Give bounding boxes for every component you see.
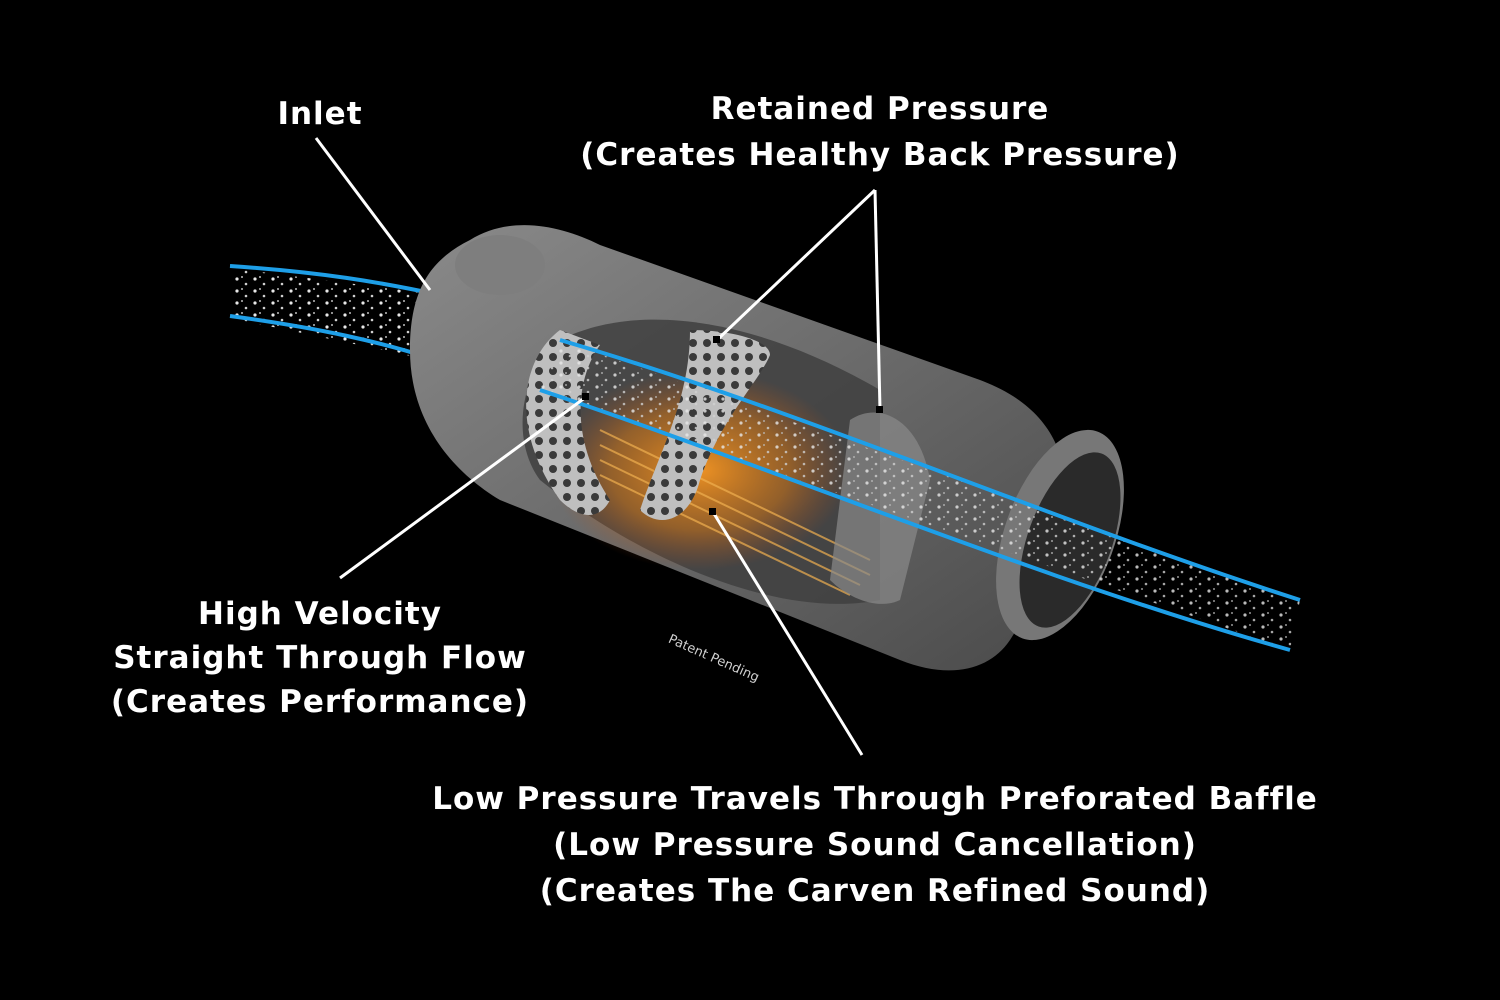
leader-inlet bbox=[314, 137, 432, 291]
leader-retained-b bbox=[873, 189, 882, 411]
low-pressure-label: Low Pressure Travels Through Preforated … bbox=[432, 781, 1318, 909]
through-flow-stream bbox=[539, 338, 1301, 652]
leader-markers bbox=[582, 336, 883, 515]
leader-high-velocity bbox=[339, 395, 587, 580]
inlet-flow-stream bbox=[229, 264, 441, 360]
leader-retained-a bbox=[715, 188, 877, 342]
leader-low-pressure bbox=[711, 511, 864, 756]
retained-pressure-label: Retained Pressure (Creates Healthy Back … bbox=[580, 91, 1180, 173]
high-velocity-label: High Velocity Straight Through Flow (Cre… bbox=[110, 596, 530, 720]
inlet-label: Inlet bbox=[277, 96, 363, 132]
leader-lines bbox=[314, 137, 882, 756]
